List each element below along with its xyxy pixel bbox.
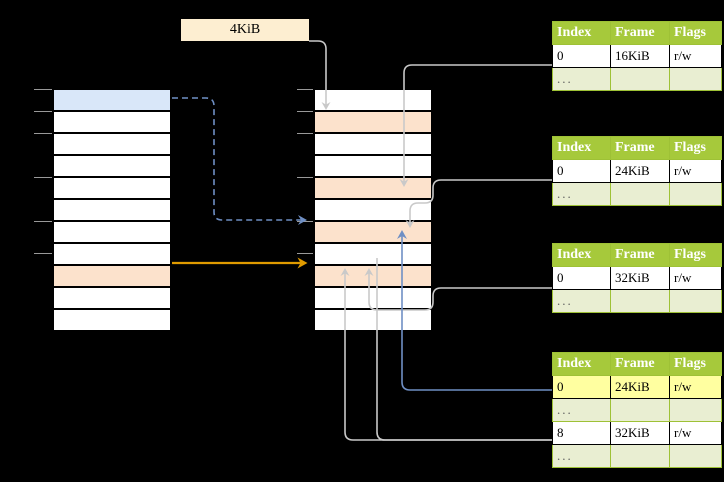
cell-index: ... [552, 398, 611, 422]
cell-flags [669, 67, 722, 91]
cell-index: ... [552, 289, 611, 313]
physical-frame-row-5 [314, 199, 432, 221]
cell-frame: 16KiB [610, 44, 670, 68]
mid-col-tick-2 [297, 133, 313, 134]
cell-index: 0 [552, 375, 611, 399]
virtual-page-row-6 [53, 221, 171, 243]
page-table-row: ... [552, 182, 722, 206]
cell-flags [669, 398, 722, 422]
column-header-frame: Frame [610, 243, 670, 267]
cell-frame: 32KiB [610, 421, 670, 445]
column-header-index: Index [552, 243, 611, 267]
cell-flags [669, 182, 722, 206]
virtual-page-row-3 [53, 155, 171, 177]
cell-frame: 32KiB [610, 266, 670, 290]
column-header-flags: Flags [669, 21, 722, 45]
cell-flags [669, 444, 722, 468]
cell-frame [610, 398, 670, 422]
column-header-index: Index [552, 21, 611, 45]
column-header-flags: Flags [669, 243, 722, 267]
page-table-row: ... [552, 398, 722, 422]
cell-frame: 24KiB [610, 159, 670, 183]
physical-frame-row-8 [314, 265, 432, 287]
cell-index: 0 [552, 44, 611, 68]
cell-flags: r/w [669, 421, 722, 445]
column-header-index: Index [552, 352, 611, 376]
physical-frame-row-6 [314, 221, 432, 243]
virtual-page-row-2 [53, 133, 171, 155]
wire-pt4-row2-join [344, 430, 552, 441]
virtual-page-row-7 [53, 243, 171, 265]
column-header-flags: Flags [669, 352, 722, 376]
virtual-page-row-8 [53, 265, 171, 287]
left-col-tick-0 [34, 89, 52, 90]
physical-frame-row-0 [314, 89, 432, 111]
virtual-page-row-4 [53, 177, 171, 199]
virtual-page-row-9 [53, 287, 171, 309]
physical-frame-row-1 [314, 111, 432, 133]
cell-frame [610, 289, 670, 313]
mid-col-tick-1 [297, 111, 313, 112]
virtual-page-row-10 [53, 309, 171, 331]
left-col-tick-2 [34, 133, 52, 134]
column-header-frame: Frame [610, 21, 670, 45]
cell-frame [610, 444, 670, 468]
cell-flags: r/w [669, 44, 722, 68]
mid-col-tick-0 [297, 89, 313, 90]
cell-flags: r/w [669, 159, 722, 183]
physical-frame-row-4 [314, 177, 432, 199]
physical-frame-row-9 [314, 287, 432, 309]
page-table-row: ... [552, 289, 722, 313]
physical-frame-row-3 [314, 155, 432, 177]
cell-flags: r/w [669, 375, 722, 399]
left-col-tick-8 [34, 253, 52, 254]
column-header-index: Index [552, 136, 611, 160]
cell-index: ... [552, 182, 611, 206]
callout-4kib: 4KiB [181, 19, 309, 41]
physical-frame-row-2 [314, 133, 432, 155]
virtual-address-space-column [52, 88, 172, 332]
column-header-flags: Flags [669, 136, 722, 160]
physical-frame-row-10 [314, 309, 432, 331]
column-header-frame: Frame [610, 136, 670, 160]
wire-virtual-page-to-physical-frame-dashed [172, 97, 307, 225]
mid-col-tick-4 [297, 177, 313, 178]
cell-index: 0 [552, 159, 611, 183]
virtual-page-row-0 [53, 89, 171, 111]
cell-index: ... [552, 67, 611, 91]
cell-frame [610, 67, 670, 91]
column-header-frame: Frame [610, 352, 670, 376]
left-col-tick-1 [34, 111, 52, 112]
cell-flags [669, 289, 722, 313]
virtual-page-row-5 [53, 199, 171, 221]
cell-frame [610, 182, 670, 206]
cell-frame: 24KiB [610, 375, 670, 399]
page-table-row: ... [552, 67, 722, 91]
page-table-row: ... [552, 444, 722, 468]
virtual-page-row-1 [53, 111, 171, 133]
mid-col-tick-6 [297, 221, 313, 222]
mid-col-tick-8 [297, 253, 313, 254]
cell-index: 8 [552, 421, 611, 445]
cell-index: 0 [552, 266, 611, 290]
left-col-tick-4 [34, 177, 52, 178]
physical-memory-column [313, 88, 433, 332]
cell-flags: r/w [669, 266, 722, 290]
left-col-tick-6 [34, 221, 52, 222]
cell-index: ... [552, 444, 611, 468]
physical-frame-row-7 [314, 243, 432, 265]
